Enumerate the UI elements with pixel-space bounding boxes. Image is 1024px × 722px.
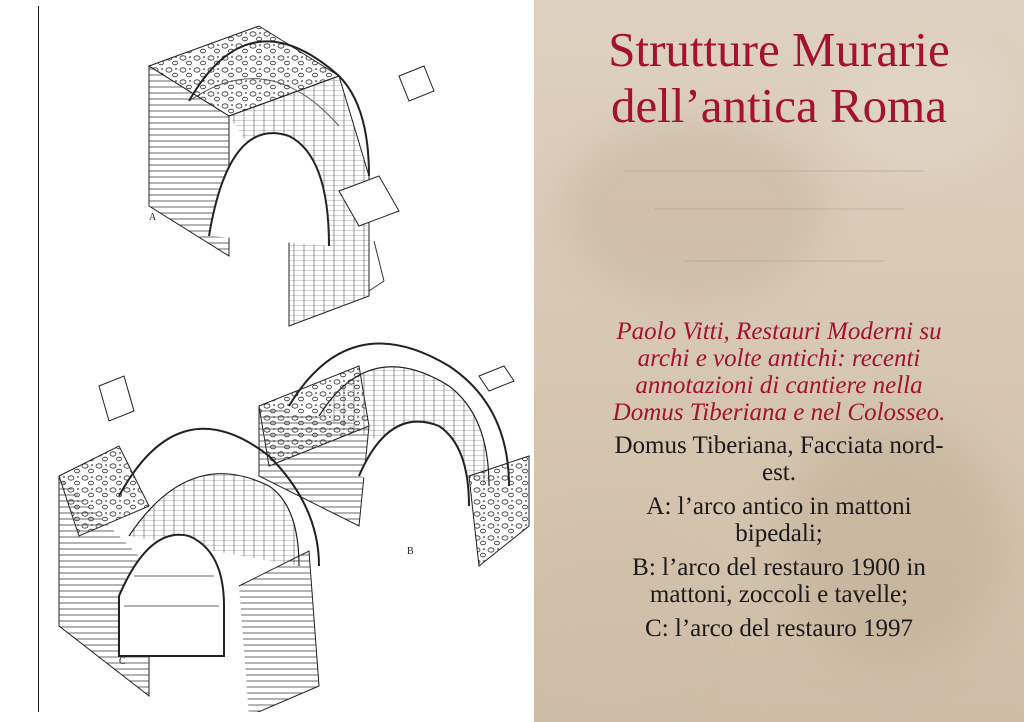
arch-drawings: A B C [58,25,530,712]
arch-drawing-panel: A B C [38,6,536,712]
citation-line: Paolo Vitti, Restauri Moderni su [616,318,942,345]
arch-a-label: A [149,212,157,223]
arch-c-drawing [58,375,320,712]
caption-arch-b: B: l’arco del restauro 1900 in mattoni, … [632,554,926,608]
arch-a-drawing [147,25,435,327]
title-line: dell’antica Roma [610,78,948,133]
caption-facade: Domus Tiberiana, Facciata nord- est. [614,432,944,486]
citation-line: archi e volte antichi: recenti [637,345,921,372]
citation-line: annotazioni di cantiere nella [635,372,923,399]
slide-title: Strutture Murarie dell’antica Roma [534,22,1024,134]
text-panel: Strutture Murarie dell’antica Roma Paolo… [534,0,1024,722]
citation: Paolo Vitti, Restauri Moderni su archi e… [534,318,1024,426]
caption-block: Paolo Vitti, Restauri Moderni su archi e… [534,318,1024,649]
arch-b-drawing [258,342,530,567]
citation-line: Domus Tiberiana e nel Colosseo. [612,399,946,426]
title-line: Strutture Murarie [608,22,950,77]
caption-arch-a: A: l’arco antico in mattoni bipedali; [646,493,912,547]
arch-b-label: B [407,546,414,557]
arch-c-label: C [119,656,126,667]
caption-arch-c: C: l’arco del restauro 1997 [645,615,913,642]
